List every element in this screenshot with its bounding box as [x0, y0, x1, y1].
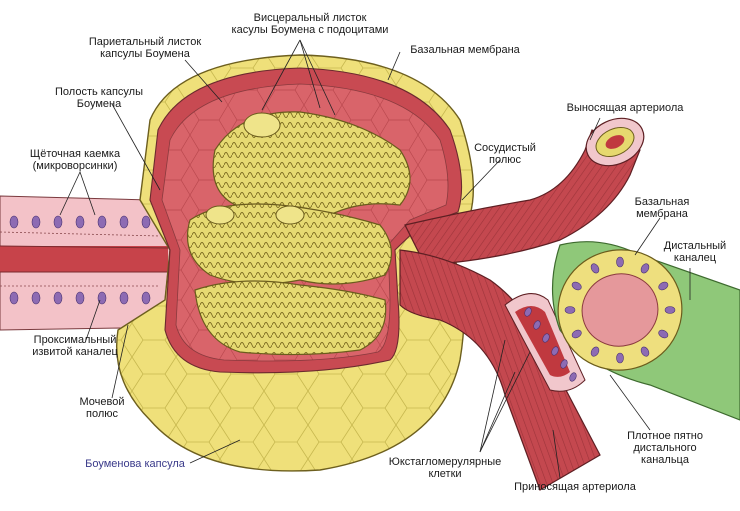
afferent-arteriole [399, 249, 601, 491]
label-efferent-arteriole: Выносящая артериола [566, 102, 684, 114]
cell-nucleus [640, 263, 650, 274]
label-urinary-pole: Мочевой полюс [79, 396, 125, 420]
label-brush-border: Щёточная каемка (микроворсинки) [29, 148, 121, 172]
cell-nucleus [53, 291, 63, 305]
label-visceral-leaf: Висцеральный листок касулы Боумена с под… [231, 12, 389, 36]
cell-nucleus [571, 281, 582, 291]
cell-nucleus [31, 215, 41, 229]
label-afferent-arteriole: Приносящая артериола [514, 481, 636, 493]
cell-nucleus [658, 281, 669, 291]
efferent-arteriole [404, 129, 641, 266]
cell-nucleus [542, 333, 550, 343]
cell-nucleus [97, 215, 107, 229]
efferent-arteriole-cross-section [585, 117, 645, 167]
cell-nucleus [571, 329, 582, 339]
label-basal-membrane-right: Базальная мембрана [634, 196, 690, 220]
cell-nucleus [590, 263, 600, 274]
cell-nucleus [616, 352, 624, 364]
cell-nucleus [658, 329, 669, 339]
cell-nucleus [75, 291, 85, 305]
cell-nucleus [569, 372, 577, 382]
cell-nucleus [564, 306, 576, 314]
cell-nucleus [9, 215, 19, 229]
glomerulus [186, 111, 411, 356]
cell-nucleus [119, 291, 129, 305]
cell-nucleus [590, 346, 600, 357]
cell-nucleus [75, 215, 85, 229]
label-capsule-cavity: Полость капсулы Боумена [55, 86, 143, 110]
cell-nucleus [119, 215, 129, 229]
label-proximal-tubule: Проксимальный извитой каналец [32, 334, 118, 358]
cell-nucleus [551, 346, 559, 356]
distal-tubule [551, 241, 740, 421]
distal-tubule-nuclei [564, 256, 676, 364]
proximal-tubule-nuclei [9, 215, 151, 305]
juxtaglomerular-cells [524, 307, 577, 382]
cell-nucleus [616, 256, 624, 268]
cell-nucleus [31, 291, 41, 305]
proximal-tubule [0, 195, 172, 331]
label-basal-membrane-top: Базальная мембрана [410, 44, 520, 56]
cell-nucleus [141, 291, 151, 305]
cell-nucleus [53, 215, 63, 229]
cell-nucleus [9, 291, 19, 305]
cell-nucleus [664, 306, 676, 314]
label-bowman-capsule: Боуменова капсула [85, 458, 185, 470]
label-juxtaglomerular-cells: Юкстагломерулярные клетки [388, 456, 502, 480]
cell-nucleus [533, 320, 541, 330]
leader-lines [59, 39, 691, 479]
cell-nucleus [141, 215, 151, 229]
cell-nucleus [640, 346, 650, 357]
cell-nucleus [560, 359, 568, 369]
label-parietal-leaf: Париетальный листок капсулы Боумена [88, 36, 202, 60]
cell-nucleus [524, 307, 532, 317]
label-distal-tubule: Дистальный каналец [663, 240, 727, 264]
label-macula-densa: Плотное пятно дистального канальца [627, 430, 703, 466]
label-vascular-pole: Сосудистый полюс [474, 142, 536, 166]
